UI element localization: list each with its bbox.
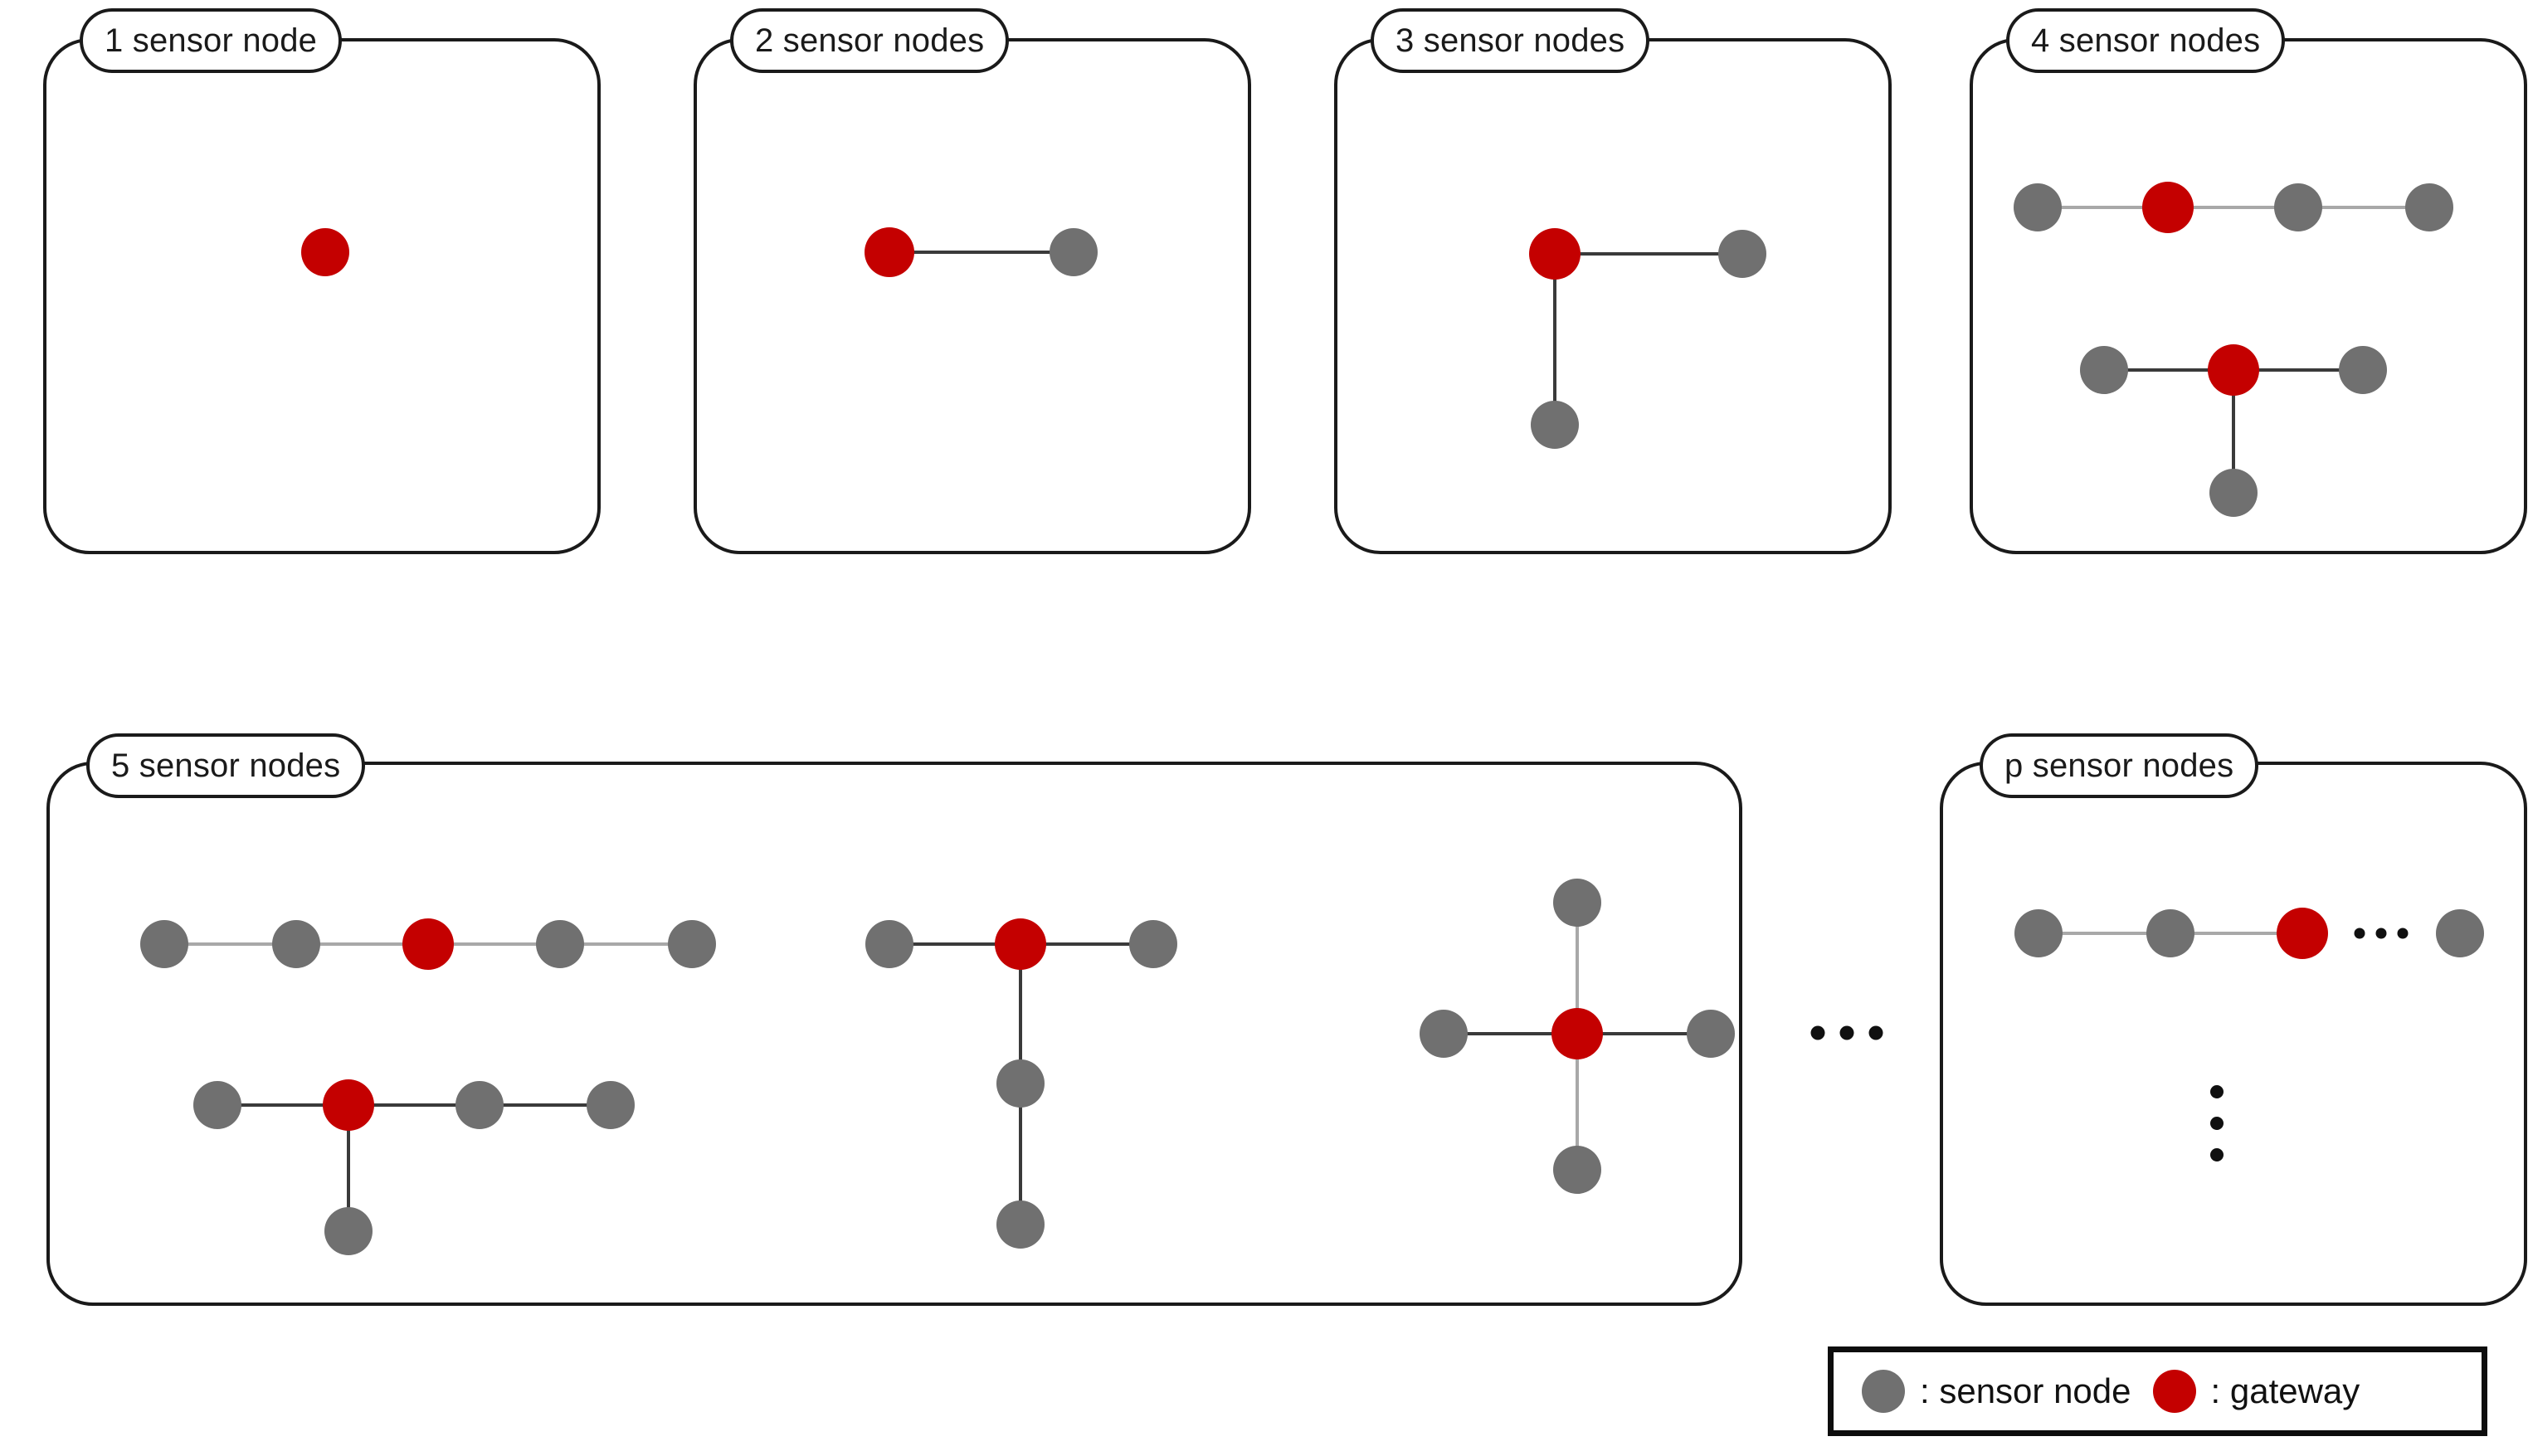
sensor-node: [2274, 183, 2322, 231]
legend-item-gateway: : gateway: [2152, 1370, 2360, 1413]
sensor-node: [1531, 401, 1579, 449]
sensor-node: [536, 920, 584, 968]
topology-pa-line-ellipsis: [1943, 765, 2524, 1303]
legend-label-gateway: : gateway: [2210, 1371, 2360, 1410]
gateway-node: [323, 1079, 374, 1131]
panel-2-sensor-nodes: 2 sensor nodes: [694, 8, 1251, 554]
link-edge: [347, 1105, 350, 1231]
topology-1a: [46, 41, 597, 551]
link-edge: [2038, 206, 2429, 209]
topology-3a: [1337, 41, 1888, 551]
panel-label-5: 5 sensor nodes: [86, 733, 366, 798]
sensor-node: [996, 1200, 1045, 1249]
sensor-node: [1718, 230, 1766, 278]
panel-label-text: 4 sensor nodes: [2031, 22, 2261, 59]
sensor-node-swatch-icon: [1862, 1370, 1905, 1413]
panel-3-sensor-nodes: 3 sensor nodes: [1334, 8, 1892, 554]
gateway-node: [2142, 182, 2194, 233]
sensor-node: [455, 1081, 504, 1129]
sensor-node: [140, 920, 188, 968]
legend-item-sensor-node: : sensor node: [1862, 1370, 2131, 1413]
sensor-node: [2080, 346, 2128, 394]
sensor-node: [2405, 183, 2453, 231]
gateway-swatch-icon: [2152, 1370, 2196, 1413]
link-edge: [2232, 370, 2235, 493]
topology-5c-y-chain: [50, 765, 1739, 1303]
panel-label-text: 5 sensor nodes: [111, 747, 341, 784]
legend: : sensor node : gateway: [1828, 1346, 2487, 1436]
panel-1-sensor-node: 1 sensor node: [43, 8, 601, 554]
link-edge: [217, 1103, 611, 1107]
panel-label-text: 1 sensor node: [105, 22, 318, 59]
link-edge: [889, 251, 1074, 254]
sensor-node: [324, 1207, 373, 1255]
panel-label-2: 2 sensor nodes: [730, 8, 1010, 73]
panel-label-3: 3 sensor nodes: [1371, 8, 1650, 73]
legend-label-sensor-node: : sensor node: [1920, 1371, 2131, 1410]
panel-label-p: p sensor nodes: [1980, 733, 2259, 798]
sensor-node: [2146, 909, 2194, 957]
panel-p-sensor-nodes: p sensor nodes: [1940, 733, 2527, 1306]
sensor-node: [1687, 1010, 1735, 1058]
topology-5d-cross: [50, 765, 1739, 1303]
gateway-node: [1551, 1008, 1603, 1059]
gateway-node: [995, 918, 1046, 970]
gateway-node: [865, 227, 914, 277]
sensor-node: [2436, 909, 2484, 957]
topology-2a: [697, 41, 1248, 551]
inline-ellipsis-icon: [2354, 928, 2409, 939]
panel-label-text: p sensor nodes: [2004, 747, 2234, 784]
sensor-node: [996, 1059, 1045, 1108]
topology-4b-star: [1973, 41, 2524, 551]
gateway-node: [1529, 228, 1581, 280]
sensor-node: [1050, 228, 1098, 276]
sensor-node: [1553, 1146, 1601, 1194]
sensor-node: [272, 920, 320, 968]
panel-4-sensor-nodes: 4 sensor nodes: [1970, 8, 2527, 554]
sensor-node: [2014, 183, 2062, 231]
sensor-node: [865, 920, 913, 968]
panel-label-1: 1 sensor node: [80, 8, 343, 73]
gateway-node: [2208, 344, 2259, 396]
sensor-node: [2339, 346, 2387, 394]
sensor-node: [1553, 879, 1601, 927]
link-edge: [1553, 254, 1556, 425]
panel-5-sensor-nodes: 5 sensor nodes: [46, 733, 1742, 1306]
panel-label-4: 4 sensor nodes: [2006, 8, 2286, 73]
sensor-node: [2014, 909, 2063, 957]
gateway-node: [402, 918, 454, 970]
topology-5b-t-branch: [50, 765, 1739, 1303]
topology-4a-line: [1973, 41, 2524, 551]
topology-5a-line: [50, 765, 1739, 1303]
more-topologies-vertical-ellipsis-icon: [2210, 1085, 2224, 1161]
sensor-node: [2209, 469, 2258, 517]
sensor-node: [668, 920, 716, 968]
gateway-node: [301, 228, 349, 276]
link-edge: [1555, 252, 1742, 256]
sensor-node: [1420, 1010, 1468, 1058]
sensor-node: [1129, 920, 1177, 968]
sensor-node: [193, 1081, 241, 1129]
sensor-node: [587, 1081, 635, 1129]
panel-label-text: 2 sensor nodes: [755, 22, 985, 59]
panel-label-text: 3 sensor nodes: [1396, 22, 1625, 59]
between-panels-ellipsis-icon: [1810, 1025, 1883, 1040]
gateway-node: [2277, 908, 2328, 959]
